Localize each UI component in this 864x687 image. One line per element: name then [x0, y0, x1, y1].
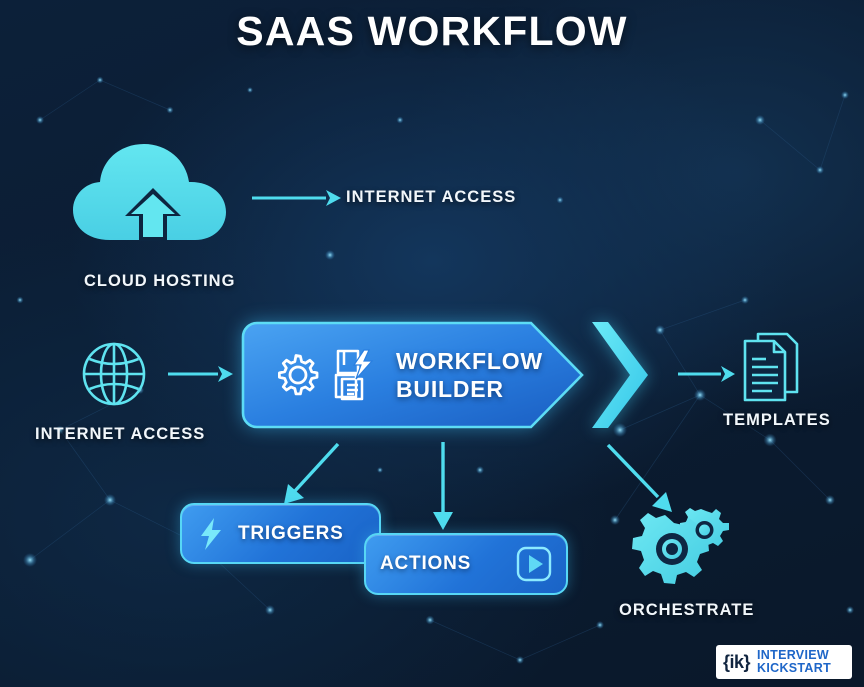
arrow-builder-to-orchestrate — [606, 443, 672, 512]
orchestrate-label: ORCHESTRATE — [619, 601, 755, 619]
orchestrate-node — [630, 505, 730, 587]
arrow-builder-to-triggers — [284, 442, 340, 504]
logo-word-kickstart: KICKSTART — [757, 661, 832, 675]
play-button-icon[interactable] — [516, 546, 552, 582]
arrow-globe-to-builder — [168, 366, 233, 382]
actions-button[interactable]: ACTIONS — [364, 533, 568, 595]
builder-label: WORKFLOW BUILDER — [396, 347, 543, 403]
gear-icon — [278, 354, 319, 396]
documents-icon — [743, 332, 799, 402]
logo-wordmark: INTERVIEW KICKSTART — [757, 649, 831, 675]
triggers-button[interactable]: TRIGGERS — [180, 503, 381, 564]
cloud-upload-icon — [73, 144, 226, 241]
workflow-builder-banner[interactable]: WORKFLOW BUILDER — [241, 321, 584, 429]
internet-access-node — [80, 340, 148, 408]
cloud-hosting-node — [68, 140, 238, 250]
cloud-hosting-label: CLOUD HOSTING — [84, 272, 236, 290]
arrow-builder-to-templates — [678, 366, 735, 382]
globe-icon — [82, 342, 146, 406]
triggers-label: TRIGGERS — [238, 522, 344, 544]
templates-node — [740, 330, 802, 404]
chevron-right-icon — [592, 322, 648, 428]
builder-label-line2: BUILDER — [396, 376, 504, 402]
actions-label: ACTIONS — [380, 553, 472, 574]
page-title: SAAS WORKFLOW — [236, 8, 628, 54]
lightning-bolt-icon — [201, 517, 221, 550]
interview-kickstart-logo[interactable]: {ik} INTERVIEW KICKSTART — [716, 645, 852, 679]
arrow-cloud-to-internet — [252, 190, 341, 206]
arrow-builder-to-actions — [433, 442, 453, 530]
builder-banner-shape — [241, 321, 584, 429]
logo-mark: {ik} — [723, 652, 751, 672]
builder-label-line1: WORKFLOW — [396, 347, 543, 374]
document-lightning-icon — [334, 349, 374, 401]
internet-access-top-label: INTERNET ACCESS — [346, 188, 517, 206]
internet-access-left-label: INTERNET ACCESS — [35, 425, 206, 443]
templates-label: TEMPLATES — [723, 411, 831, 429]
logo-word-interview: INTERVIEW — [757, 648, 829, 663]
gears-icon — [632, 508, 729, 584]
builder-content: WORKFLOW BUILDER — [273, 321, 543, 429]
